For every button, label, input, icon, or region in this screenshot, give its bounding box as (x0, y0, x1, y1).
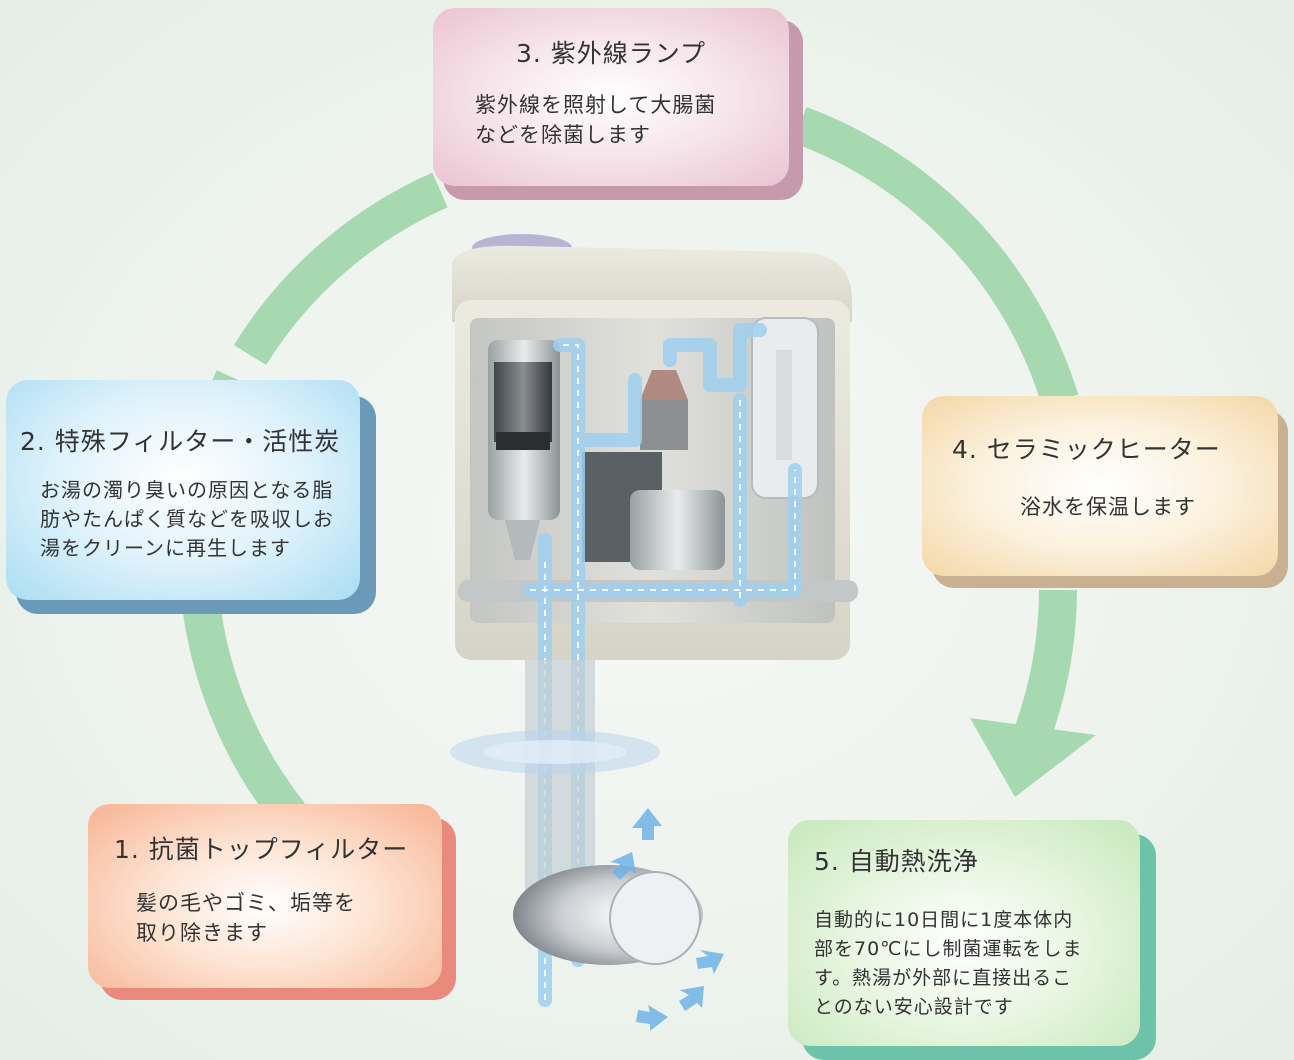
cycle-arc-upper-left (233, 172, 448, 366)
flow-pipe-center (571, 373, 642, 447)
step-description: 紫外線を照射して大腸菌 などを除菌します (459, 90, 763, 150)
description-line: お湯の濁り臭いの原因となる脂 (40, 478, 334, 502)
description-line: などを除菌します (475, 123, 651, 147)
description-line: 自動的に10日間に1度本体内 (814, 909, 1074, 931)
filter-outlet (505, 520, 540, 560)
description-line: 肪やたんぱく質などを吸収しお (40, 507, 334, 531)
step-title: 1. 抗菌トップフィルター (114, 835, 409, 864)
description-line: とのない安心設計です (814, 996, 1014, 1018)
cycle-arrowhead (970, 718, 1096, 797)
card-face: 3. 紫外線ランプ 紫外線を照射して大腸菌 などを除菌します (433, 8, 789, 186)
valve-top (640, 370, 688, 400)
step-title: 5. 自動熱洗浄 (814, 847, 979, 876)
step-description: 髪の毛やゴミ、垢等を 取り除きます (114, 888, 428, 948)
cycle-arc-upper-right (793, 107, 1079, 406)
flow-arrow-1 (632, 808, 662, 840)
uv-lamp-core (776, 350, 792, 460)
card-face: 5. 自動熱洗浄 自動的に10日間に1度本体内 部を70℃にし制菌運転をしま す… (788, 820, 1140, 1046)
valve-block (640, 400, 688, 450)
step-description: お湯の濁り臭いの原因となる脂 肪やたんぱく質などを吸収しお 湯をクリーンに再生し… (20, 476, 346, 563)
description-line: 部を70℃にし制菌運転をしま (814, 938, 1083, 960)
flow-pipe-top (663, 323, 767, 392)
step-title: 4. セラミックヒーター (952, 435, 1221, 464)
cycle-arc-right (1012, 589, 1077, 747)
flow-dash-bottom (530, 470, 796, 591)
description-line: す。熱湯が外部に直接出るこ (814, 967, 1073, 989)
water-surface-inner (483, 740, 627, 764)
description-line: 取り除きます (136, 921, 268, 945)
flow-arrow-5 (636, 1005, 668, 1031)
step-title: 2. 特殊フィルター・活性炭 (20, 427, 341, 456)
description-line: 紫外線を照射して大腸菌 (475, 93, 717, 117)
filter-media (496, 432, 550, 450)
description-line: 髪の毛やゴミ、垢等を (136, 891, 356, 915)
activated-carbon-cartridge (494, 362, 552, 442)
heater-cylinder (630, 490, 725, 570)
return-nozzle-face (609, 871, 701, 965)
flow-arrow-2 (610, 852, 636, 880)
description-line: 湯をクリーンに再生します (40, 536, 291, 560)
description-line: 浴水を保温します (1020, 495, 1196, 519)
card-face: 4. セラミックヒーター 浴水を保温します (922, 396, 1278, 576)
card-face: 1. 抗菌トップフィルター 髪の毛やゴミ、垢等を 取り除きます (88, 804, 442, 988)
step-title: 3. 紫外線ランプ (515, 39, 707, 68)
card-face: 2. 特殊フィルター・活性炭 お湯の濁り臭いの原因となる脂 肪やたんぱく質などを… (6, 380, 360, 600)
intake-pipe (525, 660, 595, 890)
step-description: 浴水を保温します (952, 492, 1264, 522)
flow-arrow-3 (696, 950, 724, 974)
flow-arrow-4 (679, 986, 704, 1011)
step-description: 自動的に10日間に1度本体内 部を70℃にし制菌運転をしま す。熱湯が外部に直接… (814, 906, 1126, 1022)
